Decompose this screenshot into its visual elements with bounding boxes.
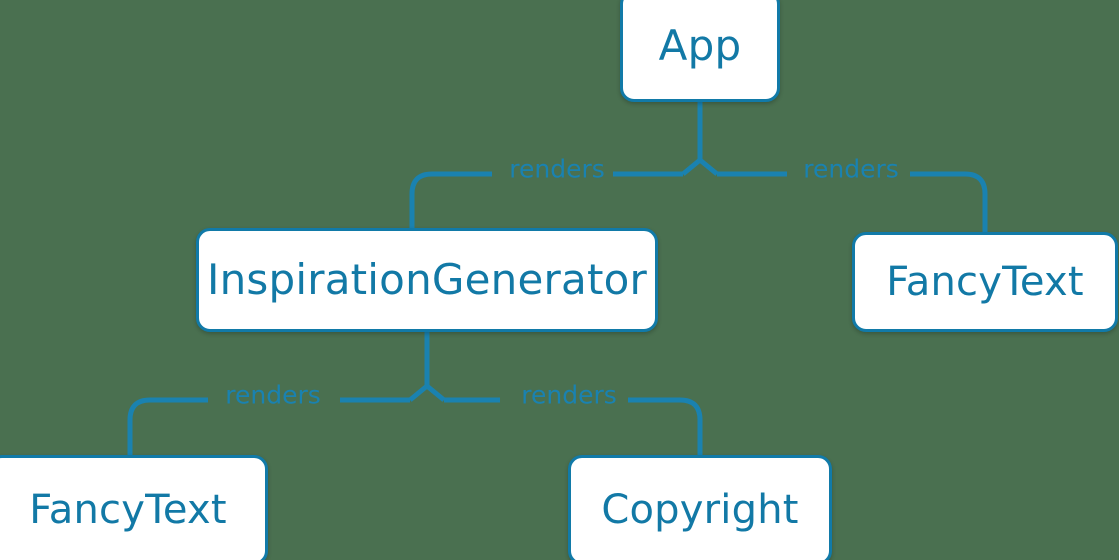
- node-fancytext-right-label: FancyText: [886, 259, 1084, 305]
- node-inspiration-generator-label: InspirationGenerator: [207, 255, 647, 304]
- node-copyright-label: Copyright: [601, 487, 799, 533]
- node-fancytext-left-label: FancyText: [29, 487, 227, 533]
- edge-inspgen-copyright-arm-right: [628, 397, 703, 455]
- edge-app-junction: [681, 158, 719, 176]
- edge-app-fancyright-arm-right: [910, 171, 988, 232]
- edge-inspgen-junction: [408, 384, 446, 402]
- node-copyright[interactable]: Copyright: [568, 455, 832, 560]
- node-app-label: App: [658, 21, 742, 70]
- node-app[interactable]: App: [620, 0, 780, 102]
- node-inspiration-generator[interactable]: InspirationGenerator: [196, 228, 658, 332]
- node-fancytext-left[interactable]: FancyText: [0, 455, 268, 560]
- edge-label-app-fancytext: renders: [803, 154, 899, 184]
- edge-label-inspgen-fancytext: renders: [225, 380, 321, 410]
- edge-label-app-inspgen: renders: [509, 154, 605, 184]
- edge-inspgen-fancyleft-arm-left: [127, 397, 208, 455]
- edge-app-inspgen-arm-left: [409, 171, 492, 228]
- node-fancytext-right[interactable]: FancyText: [852, 232, 1118, 332]
- edge-label-inspgen-copyright: renders: [521, 380, 617, 410]
